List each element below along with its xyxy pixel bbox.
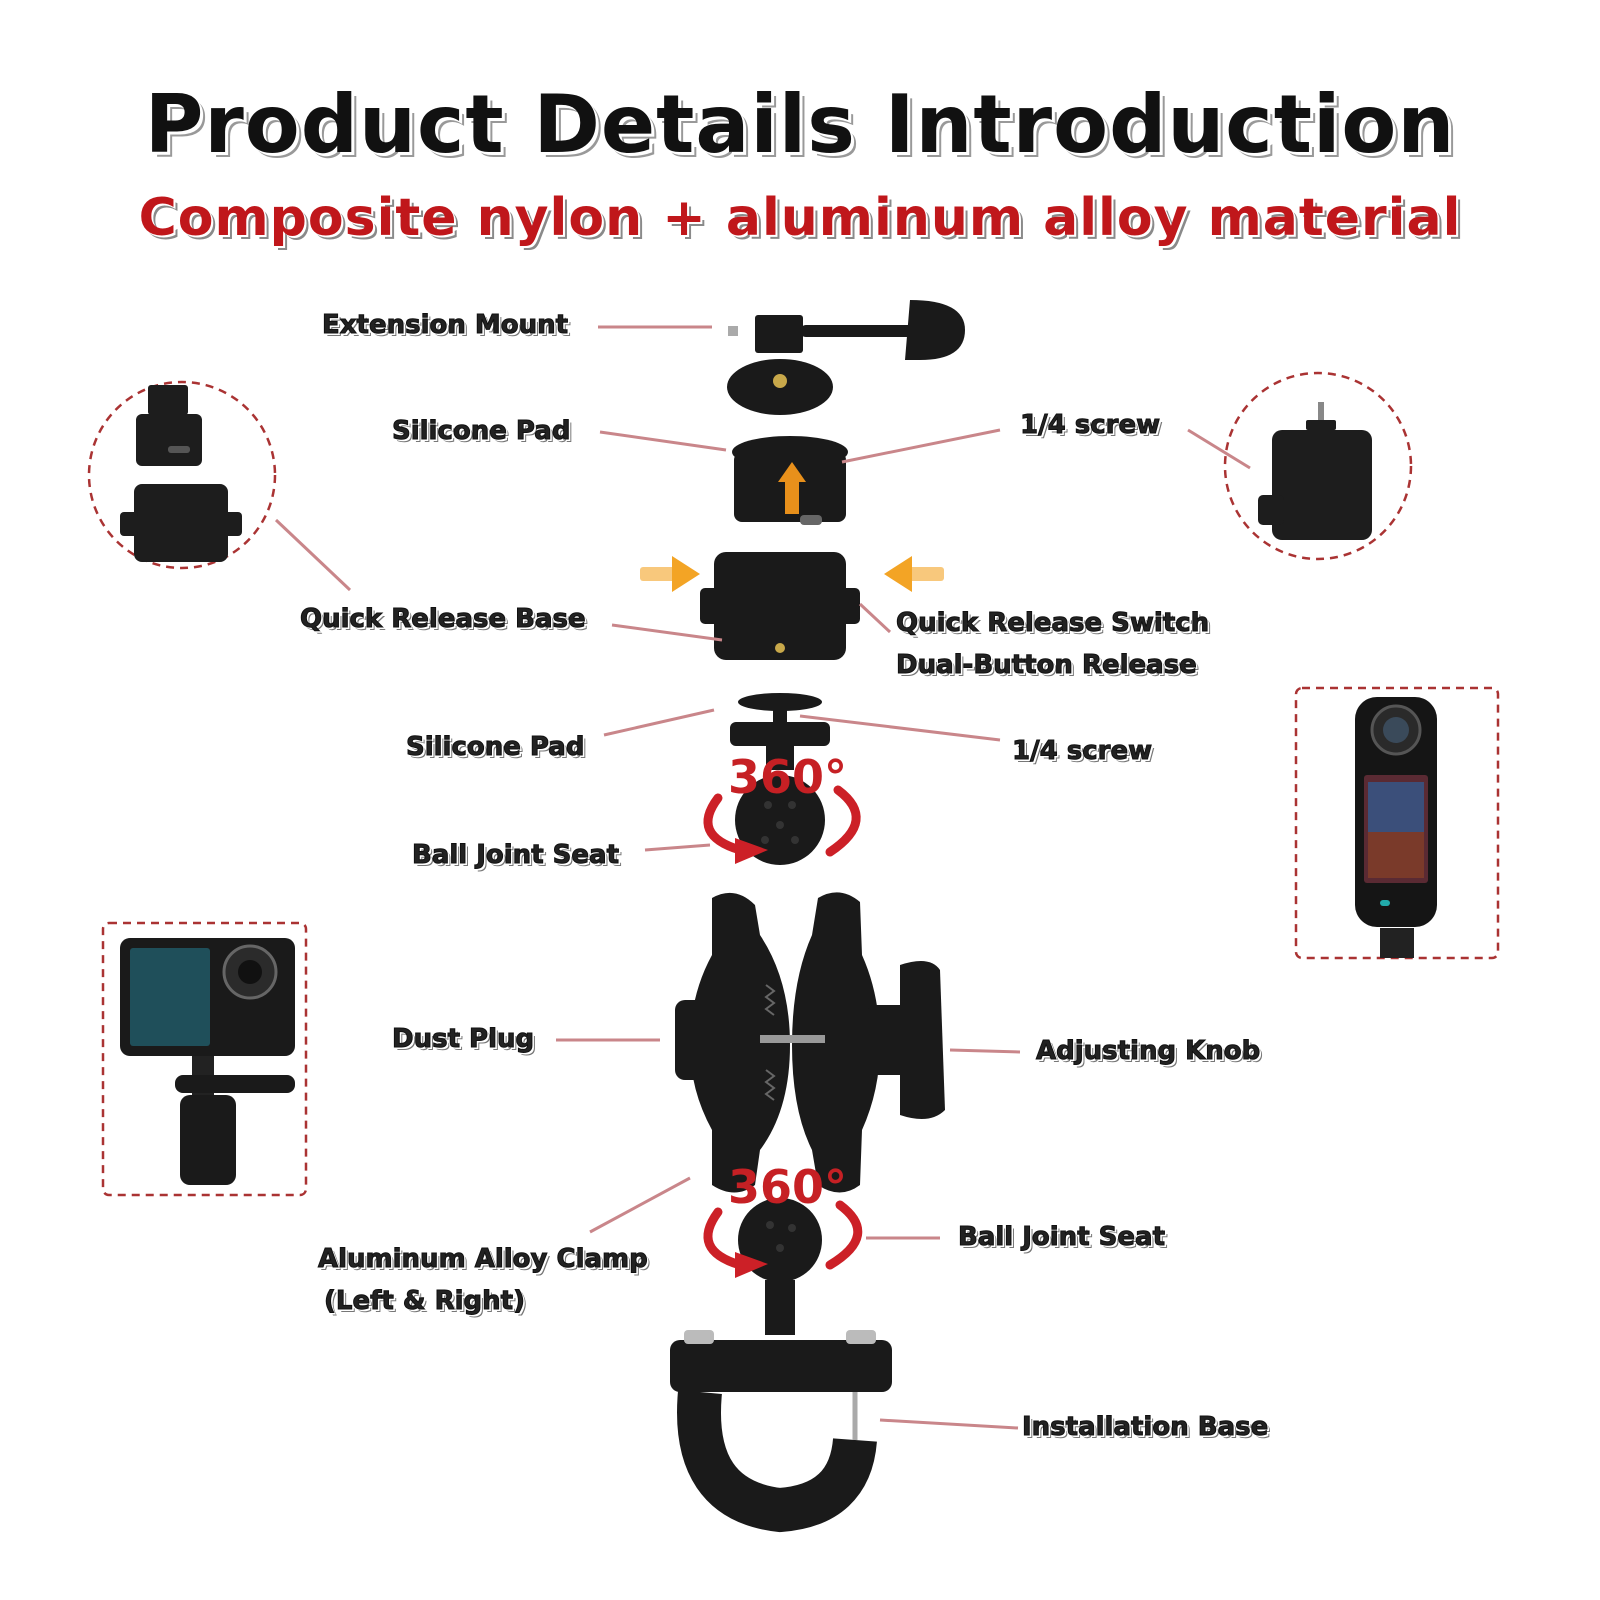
label-ball-joint-seat-bottom: Ball Joint Seat [957,1222,1166,1253]
label-silicone-pad-top: Silicone Pad [391,416,571,447]
rotation-label-top: 360° [728,750,848,804]
label-quick-release-switch: Quick Release Switch [895,608,1210,639]
insta360-camera-icon [1355,697,1437,958]
label-screw-mid: 1/4 screw [1011,736,1153,767]
label-adjusting-knob: Adjusting Knob [1035,1036,1261,1067]
gopro-camera-icon [120,938,295,1185]
quick-release-top-part [732,436,848,525]
label-aluminum-clamp: Aluminum Alloy Clamp [318,1244,649,1275]
label-dust-plug: Dust Plug [391,1024,535,1055]
label-dual-button-release: Dual-Button Release [896,650,1198,681]
spring-icon [764,984,776,1101]
label-silicone-pad-mid: Silicone Pad [405,732,585,763]
quick-release-base-part [700,552,860,660]
label-ball-joint-seat-top: Ball Joint Seat [411,840,620,871]
rotation-arrow-top-icon [703,785,861,864]
aluminum-clamp-part [675,892,880,1193]
label-clamp-sides: (Left & Right) [324,1286,526,1317]
rotation-arrow-bottom-icon [703,1200,863,1278]
detail-circle-left [87,380,277,570]
label-screw-top: 1/4 screw [1019,410,1161,441]
page-subtitle: Composite nylon + aluminum alloy materia… [138,188,1462,248]
detail-right-parts [1258,402,1372,540]
detail-circle-right [1223,371,1413,561]
detail-left-parts [120,385,242,562]
ball-joint-seat-top-part [730,693,830,865]
label-extension-mount: Extension Mount [321,310,569,341]
page-title: Product Details Introduction [144,78,1456,171]
gopro-frame [101,921,308,1197]
installation-base-part [670,1330,892,1533]
extension-mount-part [727,300,965,415]
leader-lines [274,325,1251,1430]
label-quick-release-base: Quick Release Base [300,604,587,635]
adjusting-knob-part [868,961,945,1119]
press-arrows [640,556,944,592]
label-installation-base: Installation Base [1021,1412,1269,1443]
rotation-label-bottom: 360° [728,1160,848,1214]
